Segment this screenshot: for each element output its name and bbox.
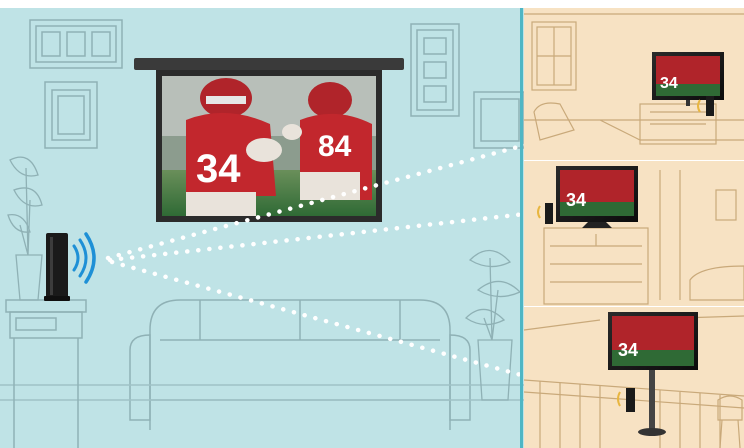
room-2-tv: 34 bbox=[556, 166, 638, 228]
svg-text:84: 84 bbox=[318, 130, 352, 163]
side-room-1: 34 bbox=[523, 8, 744, 160]
wireless-router-icon bbox=[44, 233, 70, 301]
room-divider bbox=[520, 8, 523, 448]
projector-screen-bar bbox=[134, 58, 404, 70]
svg-text:34: 34 bbox=[566, 190, 586, 210]
projector-screen: 34 84 bbox=[134, 58, 404, 222]
side-room-2: 34 bbox=[523, 158, 744, 306]
svg-text:34: 34 bbox=[660, 75, 678, 92]
main-room-top-border bbox=[0, 0, 744, 8]
svg-text:34: 34 bbox=[618, 340, 638, 360]
svg-text:34: 34 bbox=[196, 147, 241, 191]
side-room-3: 34 bbox=[523, 304, 744, 448]
